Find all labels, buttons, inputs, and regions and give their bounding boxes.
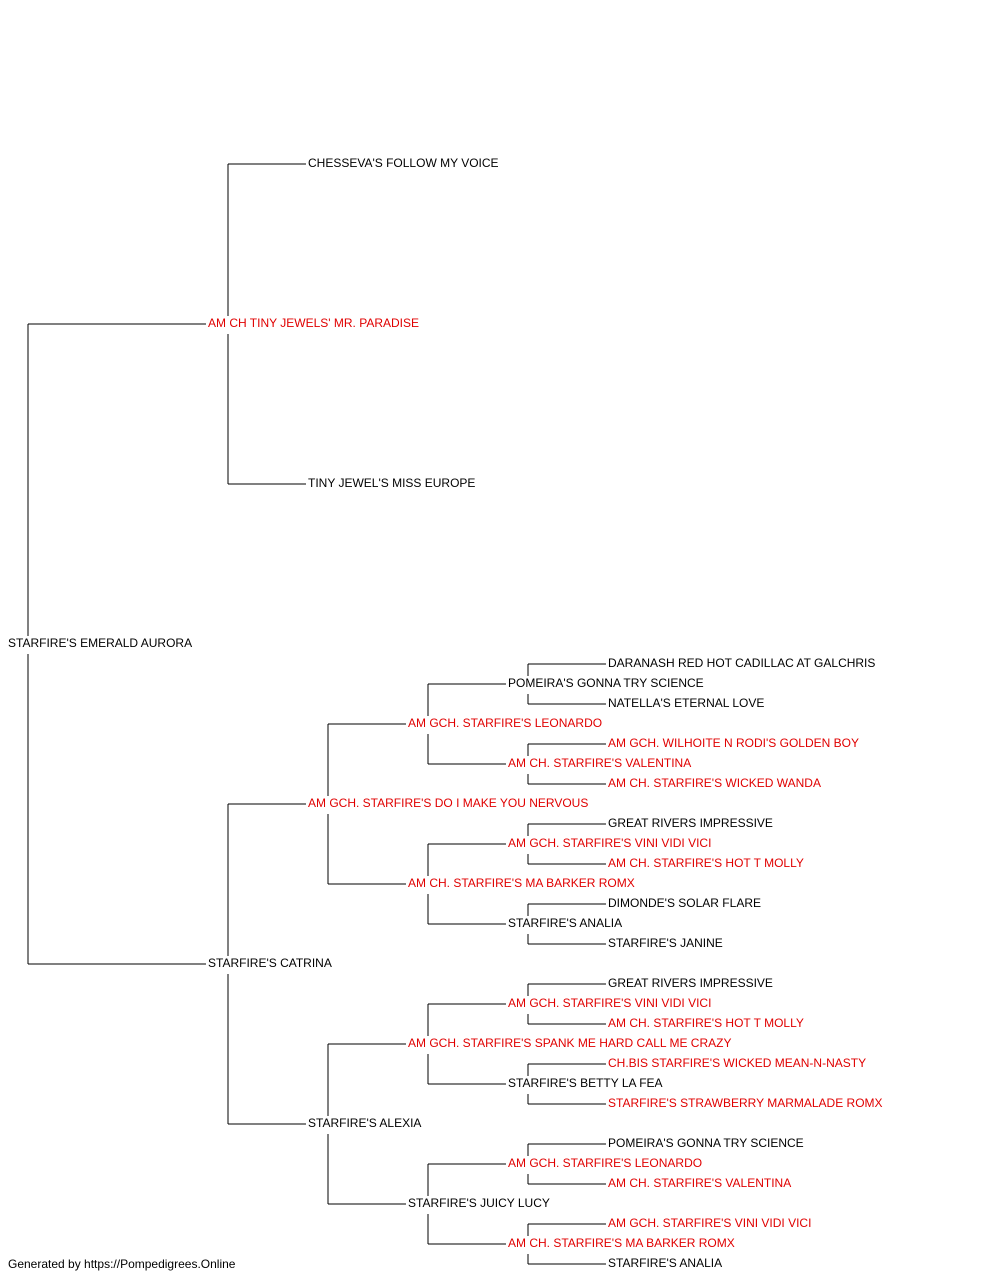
dog-name-dam-sire-sire-sire-dam[interactable]: NATELLA'S ETERNAL LOVE: [608, 696, 764, 710]
dog-name-dam-dam-dam-sire-dam[interactable]: AM CH. STARFIRE'S VALENTINA: [608, 1176, 791, 1190]
dog-name-dam-dam-sire-dam-sire[interactable]: CH.BIS STARFIRE'S WICKED MEAN-N-NASTY: [608, 1056, 866, 1070]
dog-name-dam[interactable]: STARFIRE'S CATRINA: [208, 956, 332, 970]
dog-name-sire-sire[interactable]: CHESSEVA'S FOLLOW MY VOICE: [308, 156, 499, 170]
footer-credit: Generated by https://Pompedigrees.Online: [8, 1257, 236, 1271]
dog-name-dam-sire-dam-sire-dam[interactable]: AM CH. STARFIRE'S HOT T MOLLY: [608, 856, 804, 870]
dog-name-dam-dam-dam-sire[interactable]: AM GCH. STARFIRE'S LEONARDO: [508, 1156, 702, 1170]
dog-name-dam-dam-dam-dam-dam[interactable]: STARFIRE'S ANALIA: [608, 1256, 722, 1270]
dog-name-dam-dam-dam-dam[interactable]: AM CH. STARFIRE'S MA BARKER ROMX: [508, 1236, 735, 1250]
dog-name-dam-dam-sire-sire[interactable]: AM GCH. STARFIRE'S VINI VIDI VICI: [508, 996, 711, 1010]
dog-name-dam-sire-dam-sire-sire[interactable]: GREAT RIVERS IMPRESSIVE: [608, 816, 773, 830]
dog-name-sire[interactable]: AM CH TINY JEWELS' MR. PARADISE: [208, 316, 419, 330]
dog-name-dam-sire-sire-dam-sire[interactable]: AM GCH. WILHOITE N RODI'S GOLDEN BOY: [608, 736, 859, 750]
dog-name-dam-dam-sire[interactable]: AM GCH. STARFIRE'S SPANK ME HARD CALL ME…: [408, 1036, 731, 1050]
dog-name-dam-dam-sire-sire-dam[interactable]: AM CH. STARFIRE'S HOT T MOLLY: [608, 1016, 804, 1030]
dog-name-dam-sire-sire-sire-sire[interactable]: DARANASH RED HOT CADILLAC AT GALCHRIS: [608, 656, 875, 670]
dog-name-dam-dam[interactable]: STARFIRE'S ALEXIA: [308, 1116, 421, 1130]
dog-name-dam-sire[interactable]: AM GCH. STARFIRE'S DO I MAKE YOU NERVOUS: [308, 796, 588, 810]
dog-name-dam-sire-sire-dam[interactable]: AM CH. STARFIRE'S VALENTINA: [508, 756, 691, 770]
dog-name-dam-sire-dam-dam-sire[interactable]: DIMONDE'S SOLAR FLARE: [608, 896, 761, 910]
dog-name-sire-dam[interactable]: TINY JEWEL'S MISS EUROPE: [308, 476, 475, 490]
dog-name-dam-sire-dam[interactable]: AM CH. STARFIRE'S MA BARKER ROMX: [408, 876, 635, 890]
dog-name-dam-sire-sire[interactable]: AM GCH. STARFIRE'S LEONARDO: [408, 716, 602, 730]
dog-name-dam-sire-dam-sire[interactable]: AM GCH. STARFIRE'S VINI VIDI VICI: [508, 836, 711, 850]
dog-name-dam-dam-dam[interactable]: STARFIRE'S JUICY LUCY: [408, 1196, 550, 1210]
dog-name-root[interactable]: STARFIRE'S EMERALD AURORA: [8, 636, 192, 650]
dog-name-dam-dam-sire-dam-dam[interactable]: STARFIRE'S STRAWBERRY MARMALADE ROMX: [608, 1096, 883, 1110]
dog-name-dam-dam-sire-sire-sire[interactable]: GREAT RIVERS IMPRESSIVE: [608, 976, 773, 990]
dog-name-dam-dam-dam-sire-sire[interactable]: POMEIRA'S GONNA TRY SCIENCE: [608, 1136, 804, 1150]
dog-name-dam-sire-sire-sire[interactable]: POMEIRA'S GONNA TRY SCIENCE: [508, 676, 704, 690]
dog-name-dam-sire-dam-dam[interactable]: STARFIRE'S ANALIA: [508, 916, 622, 930]
dog-name-dam-sire-sire-dam-dam[interactable]: AM CH. STARFIRE'S WICKED WANDA: [608, 776, 821, 790]
dog-name-dam-dam-dam-dam-sire[interactable]: AM GCH. STARFIRE'S VINI VIDI VICI: [608, 1216, 811, 1230]
dog-name-dam-sire-dam-dam-dam[interactable]: STARFIRE'S JANINE: [608, 936, 723, 950]
dog-name-dam-dam-sire-dam[interactable]: STARFIRE'S BETTY LA FEA: [508, 1076, 663, 1090]
